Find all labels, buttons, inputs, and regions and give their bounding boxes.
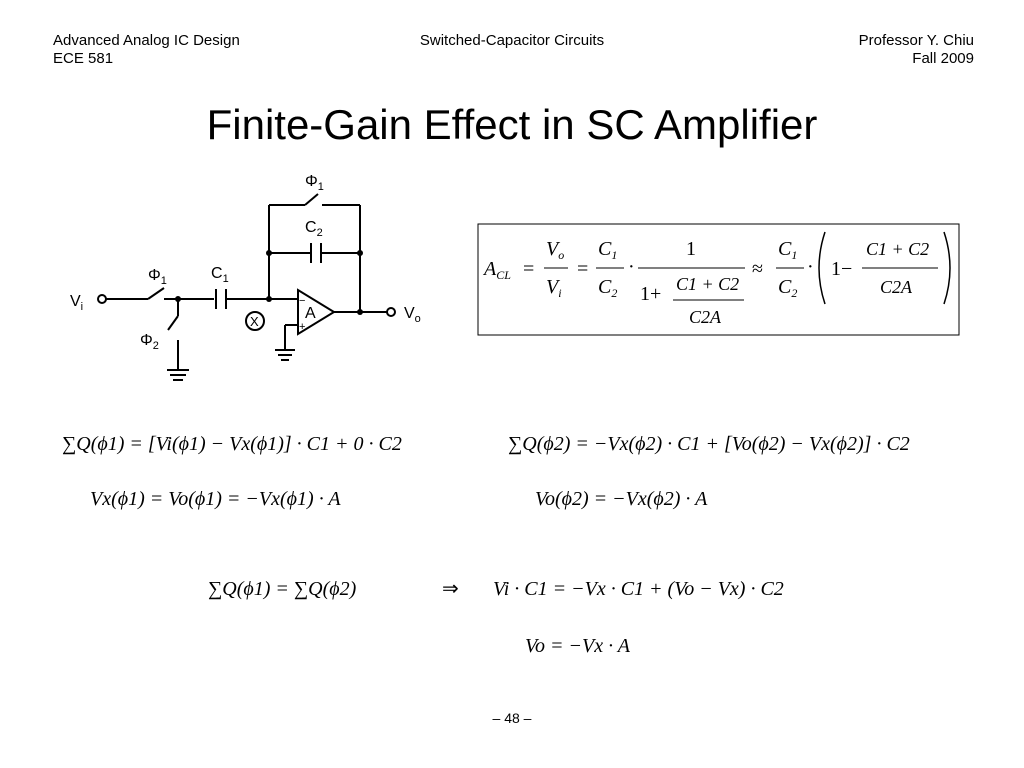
label-vo: Vo	[404, 305, 421, 325]
paren-one: 1−	[831, 258, 852, 280]
frac5-den: C2A	[880, 277, 913, 297]
inner-den: C2A	[689, 307, 722, 327]
acl-lhs: ACL	[482, 258, 511, 282]
course-code: ECE 581	[53, 50, 114, 67]
phi2-switch	[167, 315, 179, 331]
phi1-switch-left	[147, 287, 165, 300]
course-name: Advanced Analog IC Design	[53, 32, 240, 49]
label-amp-minus: −	[299, 295, 305, 307]
op-amp	[297, 288, 336, 336]
label-node-x: X	[250, 314, 259, 329]
eq-result: Vi · C1 = −Vx · C1 + (Vo − Vx) · C2	[493, 578, 784, 600]
acl-approx: ≈	[752, 258, 763, 280]
equation-frame	[477, 223, 960, 336]
label-amp-plus: +	[299, 321, 305, 333]
acl-dot: ·	[628, 256, 635, 278]
header-left: Advanced Analog IC Design ECE 581	[53, 32, 240, 68]
right-paren	[943, 231, 951, 305]
label-phi1-top: Φ1	[305, 173, 324, 193]
eq-sum-phi1: ∑Q(ϕ1) = [Vi(ϕ1) − Vx(ϕ1)] · C1 + 0 · C2	[62, 433, 402, 455]
instructor-name: Professor Y. Chiu	[858, 32, 974, 49]
frac4-den: C2	[778, 276, 797, 300]
junction-dot	[175, 296, 181, 302]
frac5-num: C1 + C2	[866, 239, 929, 259]
label-vi: Vi	[70, 293, 83, 313]
frac2-num: C1	[598, 238, 617, 262]
label-amp-gain: A	[305, 305, 316, 322]
frac3-den-prefix: 1+	[640, 283, 661, 305]
label-phi1-left: Φ1	[148, 267, 167, 287]
eq-implies: ⇒	[442, 578, 459, 600]
acl-eq-2: =	[577, 258, 588, 280]
header-topic: Switched-Capacitor Circuits	[419, 32, 605, 49]
acl-dot-2: ·	[807, 256, 814, 278]
label-c1: C1	[211, 265, 229, 285]
phi1-switch-top	[304, 193, 319, 206]
page-number: – 48 –	[492, 710, 532, 726]
eq-vx-phi1: Vx(ϕ1) = Vo(ϕ1) = −Vx(ϕ1) · A	[90, 488, 341, 510]
term: Fall 2009	[912, 50, 974, 67]
slide-title: Finite-Gain Effect in SC Amplifier	[206, 101, 818, 148]
frac4-num: C1	[778, 238, 797, 262]
junction-dot	[357, 309, 363, 315]
junction-dot	[266, 296, 272, 302]
junction-dot	[357, 250, 363, 256]
frac1-num: Vo	[546, 238, 564, 262]
left-paren	[818, 231, 826, 305]
eq-conservation: ∑Q(ϕ1) = ∑Q(ϕ2)	[208, 578, 357, 600]
eq-final: Vo = −Vx · A	[525, 635, 631, 657]
junction-dot	[266, 250, 272, 256]
vo-terminal	[386, 307, 396, 317]
frac1-den: Vi	[546, 276, 562, 300]
inner-num: C1 + C2	[676, 274, 739, 294]
label-phi2: Φ2	[140, 332, 159, 352]
frac3-num: 1	[686, 238, 696, 260]
node-x-marker	[245, 311, 265, 331]
header-right: Professor Y. Chiu Fall 2009	[859, 32, 974, 68]
frac2-den: C2	[598, 276, 617, 300]
label-c2: C2	[305, 219, 323, 239]
eq-sum-phi2: ∑Q(ϕ2) = −Vx(ϕ2) · C1 + [Vo(ϕ2) − Vx(ϕ2)…	[508, 433, 910, 455]
acl-eq: =	[523, 258, 534, 280]
eq-vo-phi2: Vo(ϕ2) = −Vx(ϕ2) · A	[535, 488, 708, 510]
